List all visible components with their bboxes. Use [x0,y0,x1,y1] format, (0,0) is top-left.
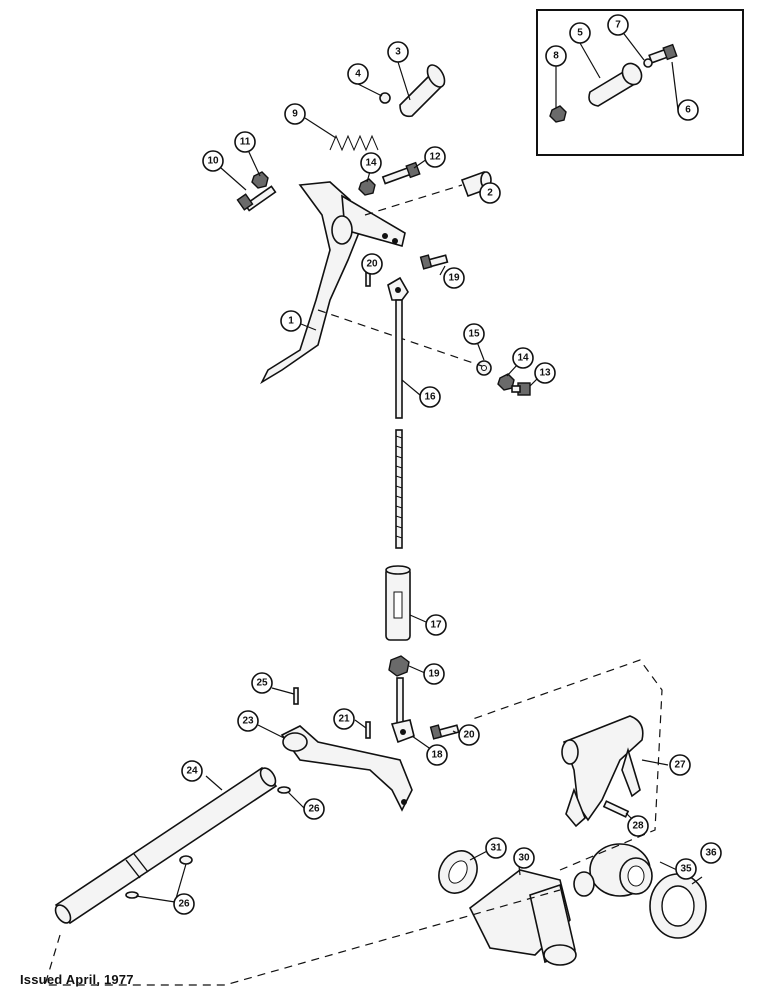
callout-18: 18 [426,744,448,766]
svg-text:19: 19 [448,273,460,284]
pedal-shaft-3 [399,64,446,118]
seal-31 [438,850,478,894]
spring-9 [329,134,379,152]
callout-14: 14 [512,347,534,369]
callout-28: 28 [627,815,649,837]
clevis-18 [390,677,415,744]
svg-text:24: 24 [186,766,198,777]
pin-28 [602,800,630,818]
svg-text:35: 35 [680,864,692,875]
callout-4: 4 [347,63,369,85]
callout-36: 36 [700,842,722,864]
callout-5: 5 [569,22,591,44]
callout-25: 25 [251,672,273,694]
svg-text:10: 10 [207,156,219,167]
woodruff-key-26 [277,786,291,794]
svg-text:1: 1 [288,316,294,327]
svg-text:30: 30 [518,853,530,864]
svg-text:14: 14 [517,353,529,364]
issue-date-footer: Issued April, 1977 [20,972,134,987]
svg-text:4: 4 [355,69,361,80]
svg-text:14: 14 [365,158,377,169]
woodruff-key-26 [125,891,139,899]
callout-26: 26 [303,798,325,820]
svg-text:27: 27 [674,760,686,771]
svg-text:15: 15 [468,329,480,340]
callout-8: 8 [545,45,567,67]
inset-detail-box [536,9,744,156]
pin-20 [429,724,460,740]
svg-text:13: 13 [539,368,551,379]
svg-text:19: 19 [428,669,440,680]
callout-6: 6 [677,99,699,121]
callout-17: 17 [425,614,447,636]
callout-31: 31 [485,837,507,859]
callout-21: 21 [333,708,355,730]
callout-2: 2 [479,182,501,204]
svg-text:31: 31 [490,843,502,854]
svg-text:7: 7 [615,20,621,31]
callout-3: 3 [387,41,409,63]
svg-text:20: 20 [463,730,475,741]
callout-30: 30 [513,847,535,869]
clutch-pedal [260,181,406,385]
svg-text:23: 23 [242,716,254,727]
svg-text:9: 9 [292,109,298,120]
assembly-outline [44,659,663,986]
roll-pin-21 [365,721,371,739]
turnbuckle-17 [385,565,411,641]
callout-35: 35 [675,858,697,880]
svg-text:26: 26 [178,899,190,910]
cross-shaft-24 [54,766,278,925]
release-lever-23 [280,725,413,812]
svg-text:20: 20 [366,259,378,270]
svg-text:12: 12 [429,152,441,163]
svg-text:8: 8 [553,51,559,62]
jam-nut-19 [388,655,410,677]
svg-text:28: 28 [632,821,644,832]
callout-19: 19 [423,663,445,685]
svg-text:16: 16 [424,392,436,403]
callout-20: 20 [458,724,480,746]
svg-text:5: 5 [577,28,583,39]
small-hardware [236,92,531,396]
svg-text:21: 21 [338,714,350,725]
callout-27: 27 [669,754,691,776]
svg-text:25: 25 [256,678,268,689]
svg-text:36: 36 [705,848,717,859]
center-line [364,184,463,216]
svg-text:2: 2 [487,188,493,199]
callout-13: 13 [534,362,556,384]
callout-11: 11 [234,131,256,153]
release-fork-27 [561,715,644,828]
callout-20: 20 [361,253,383,275]
callout-9: 9 [284,103,306,125]
bearing-carrier-30 [468,869,577,966]
callout-24: 24 [181,760,203,782]
roll-pin-25 [293,687,299,705]
callout-7: 7 [607,14,629,36]
svg-text:18: 18 [431,750,443,761]
bearing-36 [649,873,707,939]
woodruff-key-26 [179,855,193,865]
callout-1: 1 [280,310,302,332]
linkage-rod-16 [387,276,409,549]
callout-14: 14 [360,152,382,174]
svg-text:26: 26 [308,804,320,815]
callout-26: 26 [173,893,195,915]
callout-15: 15 [463,323,485,345]
release-bearing-35 [573,843,653,897]
callout-16: 16 [419,386,441,408]
svg-text:3: 3 [395,47,401,58]
callout-19: 19 [443,267,465,289]
callout-23: 23 [237,710,259,732]
svg-text:11: 11 [240,137,251,148]
callout-12: 12 [424,146,446,168]
callout-10: 10 [202,150,224,172]
svg-text:17: 17 [430,620,442,631]
svg-text:6: 6 [685,105,691,116]
